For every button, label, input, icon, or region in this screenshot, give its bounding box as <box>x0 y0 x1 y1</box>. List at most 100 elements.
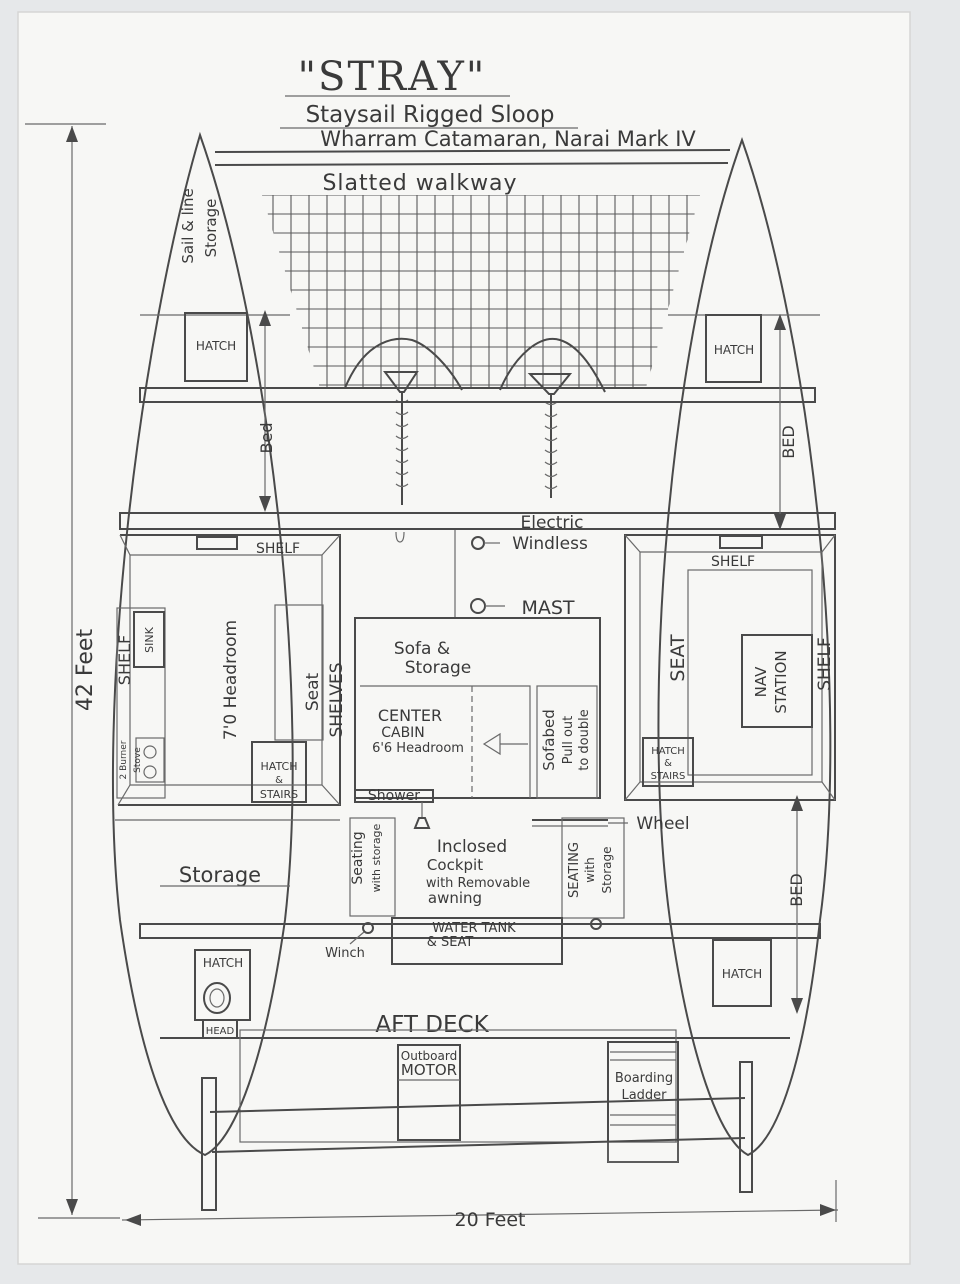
shower-box <box>354 789 434 803</box>
winch-label: Winch <box>325 946 365 961</box>
center-cabin-label-3: 6'6 Headroom <box>372 741 464 756</box>
port-hatch-stairs-2: & <box>275 775 283 786</box>
stove-label-2: Stove <box>133 747 143 773</box>
port-seating-label-2: with storage <box>370 823 383 892</box>
stbd-hatch-stairs-2: & <box>664 758 672 769</box>
water-tank-label-1: WATER TANK <box>432 921 516 936</box>
stbd-bed-label: BED <box>779 425 798 458</box>
shower-label: Shower <box>368 788 420 804</box>
port-hull <box>111 131 294 1157</box>
burner-1-icon <box>143 745 157 759</box>
stbd-aft-bed-label: BED <box>787 873 806 906</box>
port-shelf-box <box>196 536 238 550</box>
bow-arch-stbd <box>499 338 606 393</box>
stbd-bed-arrow <box>774 314 786 530</box>
outboard-motor <box>397 1044 461 1141</box>
stbd-shelf-side-label: SHELF <box>815 637 835 691</box>
stbd-hatch-stairs-1: HATCH <box>651 746 685 757</box>
stbd-winch-icon <box>590 918 602 930</box>
windless-label-2: Windless <box>512 534 588 554</box>
stbd-bow-hatch <box>705 314 762 383</box>
width-dimension: 20 Feet <box>121 1180 839 1231</box>
subtitle-2: Wharram Catamaran, Narai Mark IV <box>320 127 696 151</box>
cockpit-label-3: with Removable <box>426 876 530 891</box>
front-crossbeam <box>139 387 816 403</box>
outboard-label-2: MOTOR <box>401 1061 457 1079</box>
title: "STRAY" <box>298 54 487 100</box>
length-label: 42 Feet <box>73 629 98 712</box>
stbd-seat-label: SEAT <box>667 634 689 682</box>
sink <box>133 611 165 668</box>
boarding-label-2: Ladder <box>621 1088 667 1103</box>
sofa-label-1: Sofa & <box>394 639 450 659</box>
center-cabin-label-2: CABIN <box>381 725 425 741</box>
stbd-hatch-stairs-3: STAIRS <box>651 771 686 782</box>
port-bed-arrow <box>259 310 271 512</box>
stbd-rudder <box>739 1061 753 1193</box>
water-tank-seat <box>391 917 563 965</box>
port-seat <box>274 604 324 741</box>
arrow-left-icon <box>482 732 528 756</box>
cockpit-label-1: Inclosed <box>437 837 507 857</box>
stbd-shelf-top-label: SHELF <box>711 554 755 570</box>
sail-storage-label-1: Sail & line <box>179 188 197 263</box>
water-tank-label-2: & SEAT <box>427 935 474 950</box>
mast-label: MAST <box>521 597 574 619</box>
walkway-front-beam-2 <box>214 162 729 166</box>
walkway-front-beam <box>214 149 731 153</box>
stbd-cockpit-seat <box>561 817 625 919</box>
rear-crossbeam <box>139 923 821 939</box>
stbd-aft-hatch-label: HATCH <box>722 967 762 981</box>
aft-rail-1 <box>209 1097 746 1113</box>
anchor-port-icon <box>383 371 419 543</box>
ladder-rungs <box>610 1051 676 1126</box>
cockpit-label-4: awning <box>428 889 482 907</box>
stbd-seating-label-1: SEATING <box>567 842 582 898</box>
toilet-icon <box>203 982 231 1014</box>
aft-deck-label: AFT DECK <box>375 1012 489 1038</box>
walkway-grid <box>262 195 700 388</box>
aft-deck-area <box>239 1029 677 1143</box>
nav-label-1: NAV <box>752 666 770 698</box>
bow-arch-port <box>344 337 463 391</box>
head-label: HEAD <box>206 1026 235 1037</box>
center-cabin-label-1: CENTER <box>378 706 442 725</box>
port-storage-label: Storage <box>179 863 261 887</box>
port-hatch-stairs <box>251 741 307 803</box>
width-label: 20 Feet <box>455 1209 526 1231</box>
sail-storage-label-2: Storage <box>202 199 220 258</box>
center-cabin-outline <box>354 617 601 799</box>
windless-label-1: Electric <box>521 513 584 533</box>
subtitle-1: Staysail Rigged Sloop <box>306 102 555 128</box>
stbd-shelf-box <box>719 535 763 549</box>
aft-rail-2 <box>211 1137 746 1153</box>
length-dimension: 42 Feet <box>25 123 120 1219</box>
sofabed-label-2: Pull out <box>561 716 576 765</box>
boarding-label-1: Boarding <box>615 1071 673 1086</box>
port-galley-counter <box>116 607 166 799</box>
port-shelf-top-label: SHELF <box>256 541 300 557</box>
port-shelves-label: SHELVES <box>327 662 347 737</box>
port-hatch-stairs-3: STAIRS <box>260 788 298 801</box>
outboard-label-1: Outboard <box>401 1049 457 1063</box>
sink-label: SINK <box>143 626 156 652</box>
port-headroom-label: 7'0 Headroom <box>221 620 241 740</box>
port-cockpit-seat <box>349 817 396 917</box>
port-bow-hatch-label: HATCH <box>196 339 236 353</box>
nav-station <box>741 634 813 728</box>
port-aft-hatch-label: HATCH <box>203 956 243 970</box>
port-seat-label: Seat <box>303 673 323 712</box>
stbd-bow-hatch-label: HATCH <box>714 343 754 357</box>
stove <box>135 737 165 783</box>
ladder-step <box>607 1141 679 1163</box>
port-winch-icon <box>362 922 374 934</box>
stbd-aft-bed-arrow <box>791 795 803 1014</box>
main-crossbeam <box>119 512 836 530</box>
stove-label-1: 2 Burner <box>119 740 129 779</box>
port-cabin-outline <box>118 534 341 806</box>
stbd-aft-hatch <box>712 939 772 1007</box>
port-hatch-stairs-1: HATCH <box>261 760 298 773</box>
paper <box>17 11 911 1265</box>
